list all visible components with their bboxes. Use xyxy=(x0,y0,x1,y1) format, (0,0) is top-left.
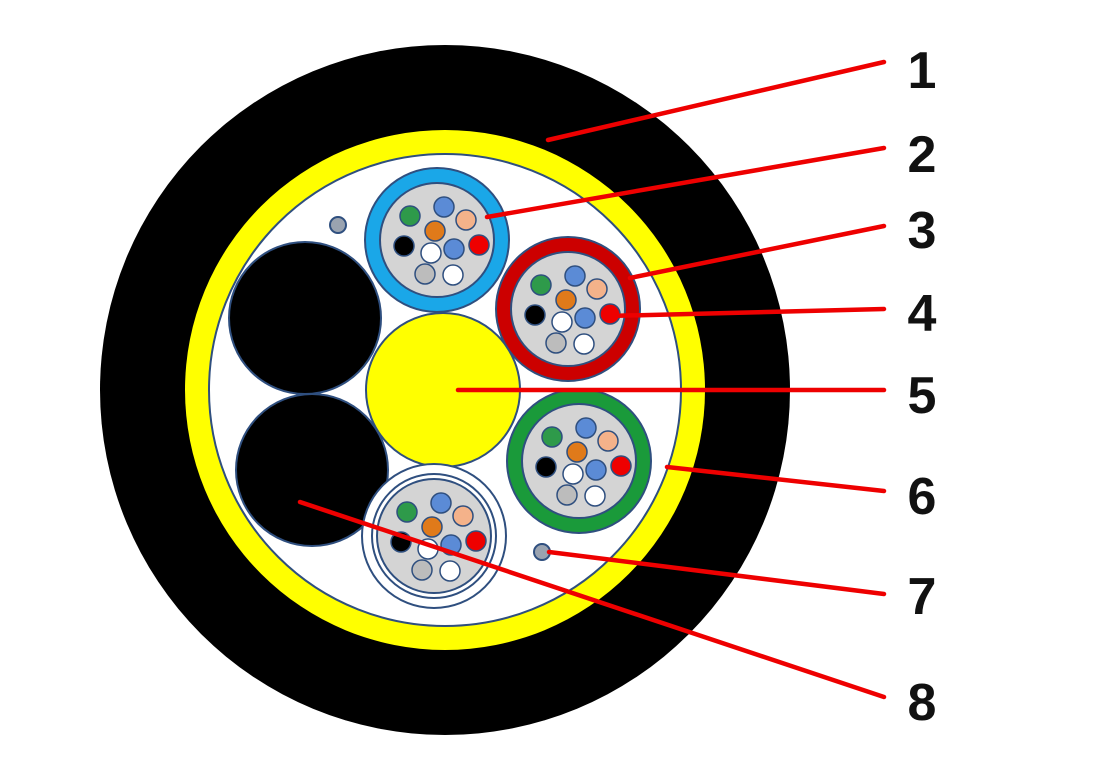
leader-line-3 xyxy=(627,223,887,281)
fiber-icon xyxy=(421,516,443,538)
fiber-icon xyxy=(524,304,546,326)
leader-line-6 xyxy=(664,464,887,494)
leader-line-7 xyxy=(546,549,887,597)
fiber-icon xyxy=(396,501,418,523)
fiber-icon xyxy=(399,205,421,227)
fiber-icon xyxy=(393,235,415,257)
fiber-icon xyxy=(556,484,578,506)
callout-number-6: 6 xyxy=(908,468,937,526)
fiber-icon xyxy=(545,332,567,354)
fiber-icon xyxy=(530,274,552,296)
fiber-icon xyxy=(468,234,490,256)
fiber-icon xyxy=(424,220,446,242)
tube-red-icon xyxy=(495,236,641,382)
leader-line-4 xyxy=(605,306,887,319)
callout-number-3: 3 xyxy=(908,202,937,260)
fiber-icon xyxy=(566,441,588,463)
fiber-icon xyxy=(584,485,606,507)
fiber-icon xyxy=(430,492,452,514)
filler-rod-upper xyxy=(228,241,382,395)
fiber-icon xyxy=(562,463,584,485)
callout-number-7: 7 xyxy=(908,568,937,626)
fiber-icon xyxy=(585,459,607,481)
fiber-icon xyxy=(551,311,573,333)
fiber-icon xyxy=(575,417,597,439)
callout-number-1: 1 xyxy=(908,42,937,100)
ripcord-upper xyxy=(329,216,347,234)
fiber-icon xyxy=(597,430,619,452)
tube-white-icon xyxy=(361,463,507,609)
fiber-icon xyxy=(452,505,474,527)
fiber-icon xyxy=(465,530,487,552)
callout-number-2: 2 xyxy=(908,126,937,184)
fiber-icon xyxy=(443,238,465,260)
fiber-icon xyxy=(564,265,586,287)
leader-line-1 xyxy=(545,59,887,143)
leader-line-2 xyxy=(484,145,887,220)
fiber-icon xyxy=(541,426,563,448)
fiber-icon xyxy=(411,559,433,581)
fiber-icon xyxy=(433,196,455,218)
fiber-icon xyxy=(573,333,595,355)
fiber-icon xyxy=(610,455,632,477)
fiber-icon xyxy=(439,560,461,582)
callout-number-5: 5 xyxy=(908,367,937,425)
fiber-icon xyxy=(574,307,596,329)
fiber-icon xyxy=(420,242,442,264)
fiber-icon xyxy=(414,263,436,285)
tube-blue-icon xyxy=(364,167,510,313)
callout-number-4: 4 xyxy=(908,285,937,343)
fiber-icon xyxy=(442,264,464,286)
filler-rod-lower xyxy=(235,393,389,547)
fiber-icon xyxy=(555,289,577,311)
callout-number-8: 8 xyxy=(908,674,937,732)
fiber-icon xyxy=(586,278,608,300)
leader-line-8 xyxy=(297,499,887,700)
fiber-icon xyxy=(535,456,557,478)
tube-green-icon xyxy=(506,388,652,534)
fiber-icon xyxy=(455,209,477,231)
